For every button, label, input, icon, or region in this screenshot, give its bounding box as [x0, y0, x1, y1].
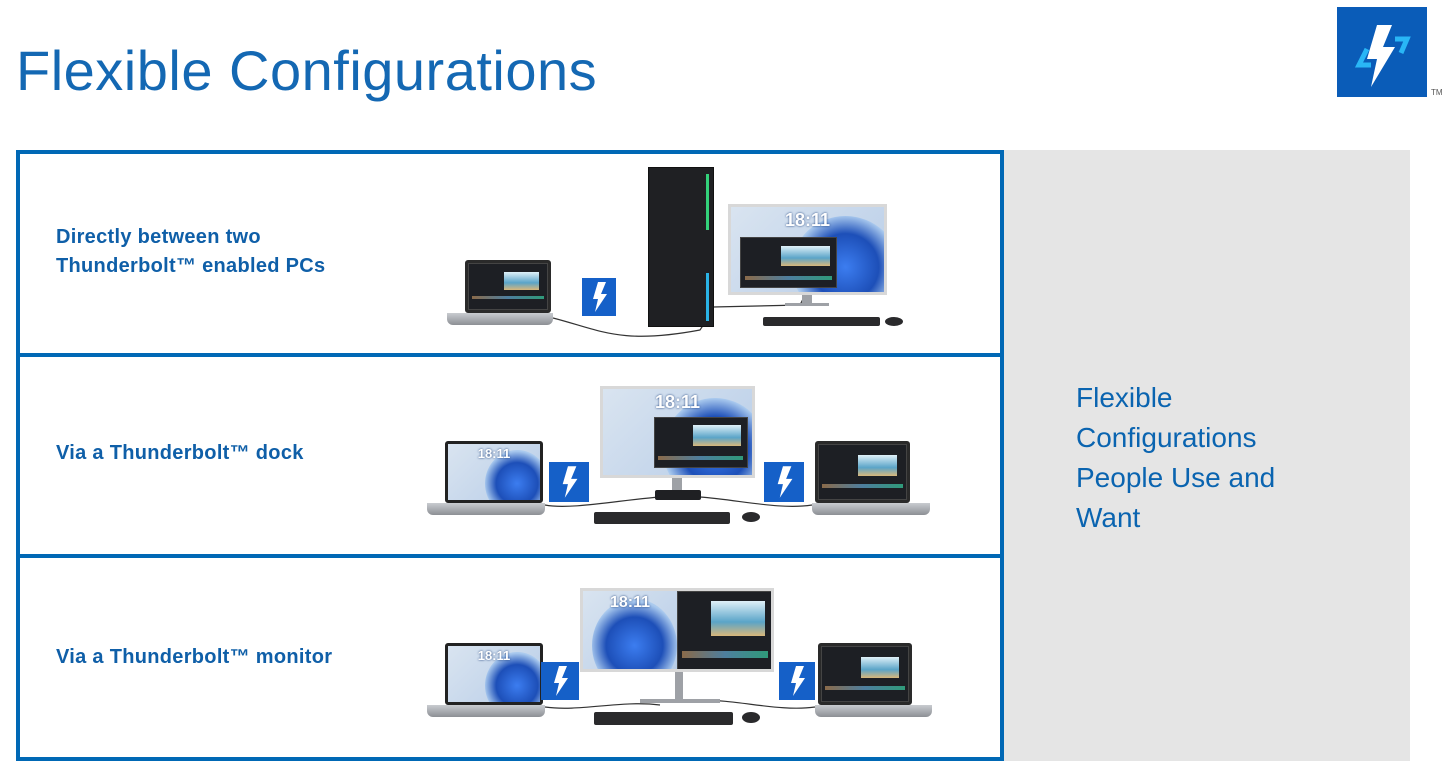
- keyboard-illustration: [594, 712, 733, 725]
- side-panel-text: Flexible Configurations People Use and W…: [1076, 378, 1376, 538]
- side-text-line: Flexible: [1076, 382, 1173, 413]
- keyboard-illustration: [594, 512, 730, 524]
- side-panel: [1004, 150, 1410, 761]
- side-text-line: Want: [1076, 502, 1141, 533]
- keyboard-illustration: [763, 317, 880, 326]
- desktop-tower-illustration: [648, 167, 714, 327]
- trademark-mark: TM: [1431, 88, 1443, 97]
- thunderbolt-icon: [764, 462, 804, 502]
- thunderbolt-icon: [779, 662, 815, 700]
- thunderbolt-icon: [549, 462, 589, 502]
- screen-clock: 18:11: [609, 594, 651, 612]
- row-label-direct: Directly between two Thunderbolt™ enable…: [56, 223, 325, 281]
- configurations-box: [16, 150, 1004, 761]
- label-line: Via a Thunderbolt™ dock: [56, 442, 304, 464]
- slide-title: Flexible Configurations: [16, 39, 598, 102]
- screen-clock: 18:11: [477, 446, 511, 462]
- label-line: Directly between two: [56, 226, 261, 248]
- row-divider: [20, 554, 1000, 558]
- row-label-monitor: Via a Thunderbolt™ monitor: [56, 643, 332, 672]
- side-text-line: Configurations: [1076, 422, 1257, 453]
- thunderbolt-icon: [582, 278, 616, 316]
- row-label-dock: Via a Thunderbolt™ dock: [56, 439, 304, 468]
- screen-clock: 18:11: [654, 392, 701, 413]
- thunderbolt-logo: [1337, 7, 1427, 97]
- screen-clock: 18:11: [784, 210, 831, 231]
- side-text-line: People Use and: [1076, 462, 1276, 493]
- mouse-illustration: [885, 317, 903, 326]
- row-divider: [20, 353, 1000, 357]
- label-line: Via a Thunderbolt™ monitor: [56, 646, 333, 668]
- screen-clock: 18:11: [477, 648, 511, 664]
- thunderbolt-dock-illustration: [655, 490, 701, 500]
- thunderbolt-icon: [541, 662, 579, 700]
- mouse-illustration: [742, 712, 760, 723]
- mouse-illustration: [742, 512, 760, 522]
- label-line: Thunderbolt™ enabled PCs: [56, 255, 326, 277]
